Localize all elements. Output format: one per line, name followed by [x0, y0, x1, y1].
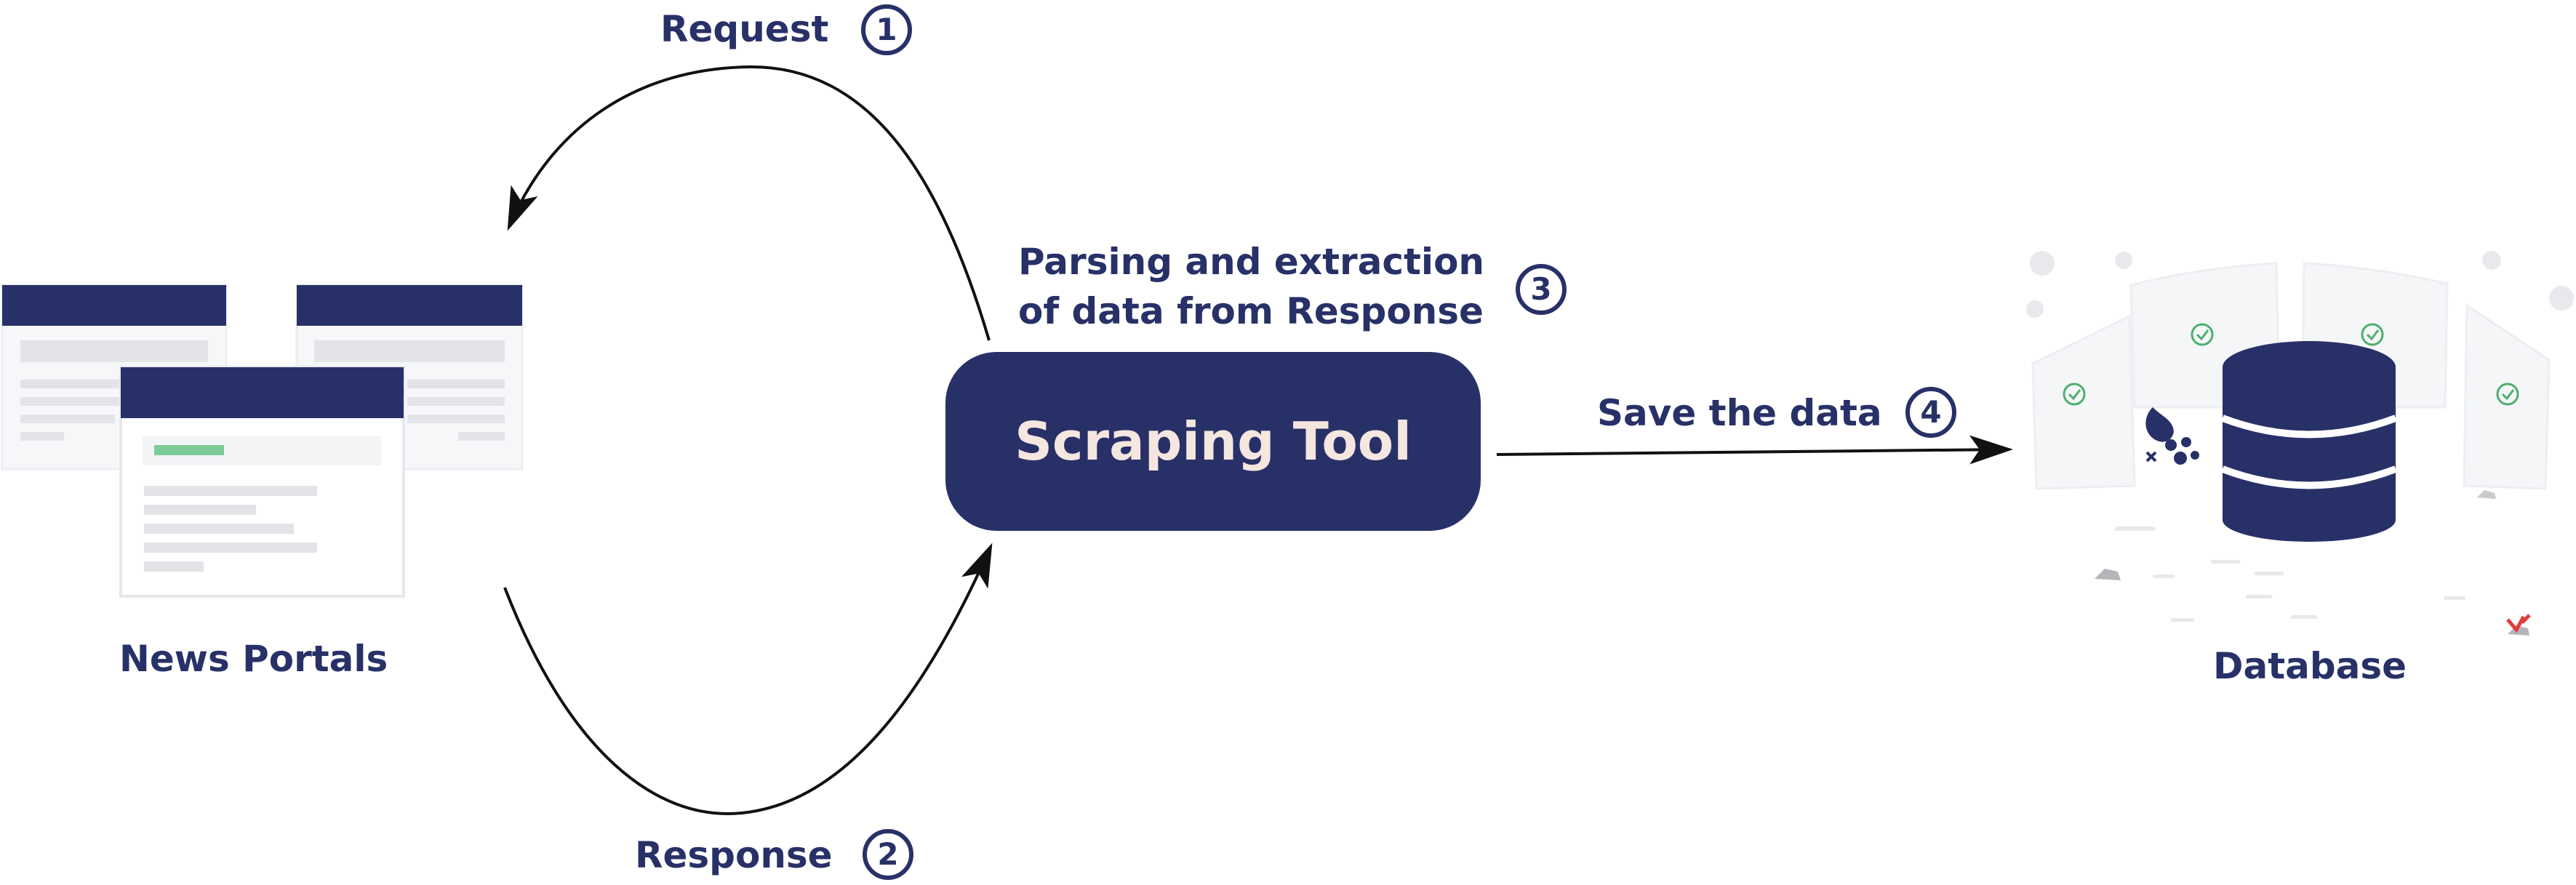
splash-decoration [2145, 407, 2199, 465]
ground-decoration [2095, 490, 2531, 636]
check-icon [2191, 323, 2214, 346]
response-arrow [503, 542, 993, 815]
database-illustration [2026, 251, 2574, 636]
database-label: Database [2213, 645, 2407, 687]
parsing-label-line-2: of data from Response [1018, 290, 1484, 332]
step-1-badge: 1 [861, 4, 912, 55]
step-2-badge: 2 [863, 829, 913, 880]
request-arrow [507, 65, 991, 341]
check-icon [2361, 323, 2384, 346]
save-arrow [1496, 435, 2013, 465]
news-portals-label: News Portals [119, 638, 388, 680]
parsing-label-line-1: Parsing and extraction [1018, 241, 1485, 283]
scraping-tool-node: Scraping Tool [945, 352, 1481, 531]
check-icon [2063, 383, 2086, 406]
news-page-front [119, 366, 405, 598]
news-portals-illustration [1, 284, 524, 598]
scraping-tool-label: Scraping Tool [1015, 411, 1412, 472]
request-label: Request [660, 8, 829, 50]
step-4-badge: 4 [1905, 387, 1956, 438]
database-icon [2221, 341, 2397, 542]
check-icon [2496, 383, 2519, 406]
response-label: Response [635, 834, 833, 876]
save-data-label: Save the data [1597, 392, 1882, 434]
step-3-badge: 3 [1516, 264, 1567, 315]
